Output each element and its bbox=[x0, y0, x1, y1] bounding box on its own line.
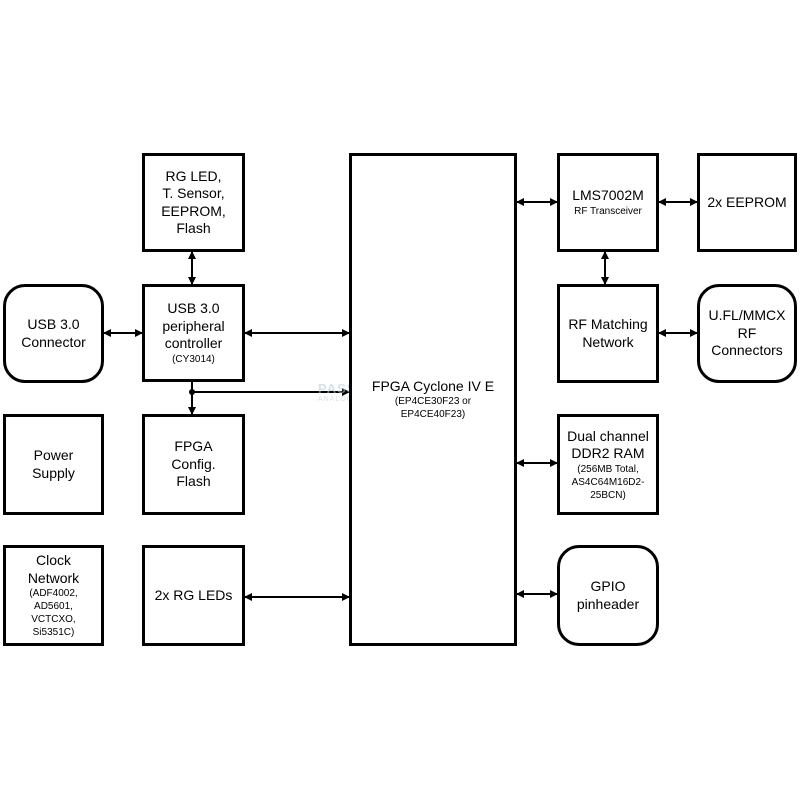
lms7002m-label: LMS7002M bbox=[572, 187, 644, 204]
rg-led-sensor-block: RG LED, T. Sensor, EEPROM, Flash bbox=[142, 153, 245, 252]
rg-leds-block: 2x RG LEDs bbox=[142, 545, 245, 646]
power-supply-block: Power Supply bbox=[3, 414, 104, 515]
clock-network-block: Clock Network (ADF4002, AD5601, VCTCXO, … bbox=[3, 545, 104, 646]
lms7002m-block: LMS7002M RF Transceiver bbox=[557, 153, 659, 252]
rf-matching-block: RF Matching Network bbox=[557, 284, 659, 383]
ufl-connectors-block: U.FL/MMCX RF Connectors bbox=[697, 284, 797, 383]
usb-controller-block: USB 3.0 peripheral controller (CY3014) bbox=[142, 284, 245, 382]
clock-network-label: Clock Network bbox=[27, 552, 80, 586]
clock-network-parts: (ADF4002, AD5601, VCTCXO, Si5351C) bbox=[29, 588, 78, 638]
ddr2-block: Dual channel DDR2 RAM (256MB Total, AS4C… bbox=[557, 414, 659, 515]
power-supply-label: Power Supply bbox=[32, 447, 75, 481]
fpga-block: FPGA Cyclone IV E (EP4CE30F23 or EP4CE40… bbox=[349, 153, 517, 646]
fpga-part: (EP4CE30F23 or EP4CE40F23) bbox=[394, 396, 472, 421]
fpga-config-flash-label: FPGA Config. Flash bbox=[171, 438, 216, 490]
gpio-block: GPIO pinheader bbox=[557, 545, 659, 646]
ddr2-label: Dual channel DDR2 RAM bbox=[567, 427, 649, 462]
rg-led-sensor-label: RG LED, T. Sensor, EEPROM, Flash bbox=[161, 167, 226, 237]
usb-connector-label: USB 3.0 Connector bbox=[21, 316, 86, 350]
gpio-label: GPIO pinheader bbox=[576, 578, 640, 612]
ddr2-parts: (256MB Total, AS4C64M16D2- 25BCN) bbox=[571, 463, 645, 501]
usb-connector-block: USB 3.0 Connector bbox=[3, 284, 104, 383]
eeprom-block: 2x EEPROM bbox=[697, 153, 797, 252]
ufl-connectors-label: U.FL/MMCX RF Connectors bbox=[708, 307, 786, 359]
usb-controller-label: USB 3.0 peripheral controller bbox=[162, 300, 225, 352]
fpga-label: FPGA Cyclone IV E bbox=[371, 377, 495, 394]
junction-dot bbox=[189, 389, 195, 395]
rf-matching-label: RF Matching Network bbox=[568, 316, 648, 350]
lms7002m-sub: RF Transceiver bbox=[574, 205, 642, 217]
usb-controller-part: (CY3014) bbox=[172, 353, 215, 365]
eeprom-label: 2x EEPROM bbox=[707, 193, 787, 210]
fpga-config-flash-block: FPGA Config. Flash bbox=[142, 414, 245, 515]
rg-leds-label: 2x RG LEDs bbox=[154, 586, 233, 603]
